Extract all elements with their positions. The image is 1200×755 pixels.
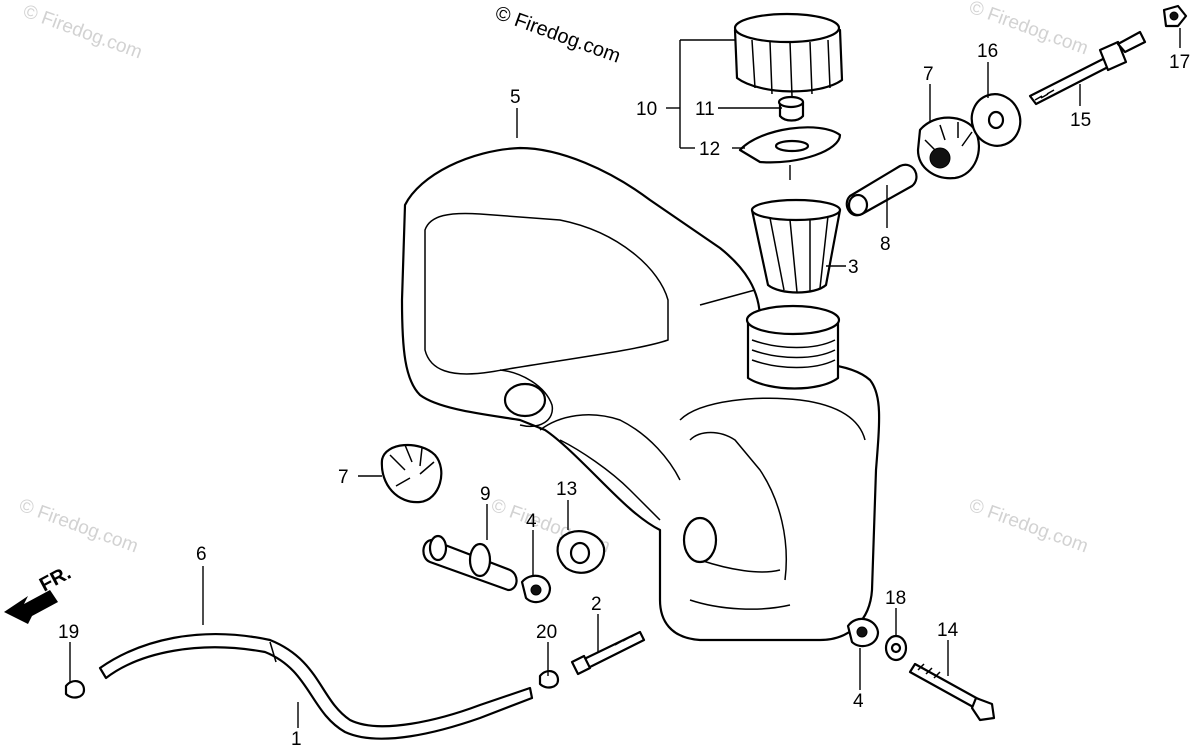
callout-6: 6 — [196, 544, 207, 565]
callout-7-left: 7 — [338, 467, 349, 488]
callout-16: 16 — [977, 41, 998, 62]
callout-12: 12 — [699, 139, 720, 160]
cap-gasket — [738, 126, 842, 180]
front-direction-arrow: FR. — [4, 562, 75, 624]
callout-10: 10 — [636, 99, 657, 120]
fuel-strainer — [750, 198, 842, 294]
callout-1: 1 — [291, 729, 302, 750]
filler-neck — [745, 304, 841, 390]
washer — [970, 93, 1022, 147]
front-label: FR. — [36, 562, 75, 597]
hose-clip-19 — [64, 680, 86, 699]
bolt-top — [1028, 30, 1147, 106]
callout-13: 13 — [556, 479, 577, 500]
grommet-13 — [556, 530, 606, 574]
bolt-2 — [570, 630, 646, 676]
callout-18: 18 — [885, 588, 906, 609]
cap-insert — [777, 95, 805, 122]
callout-8: 8 — [880, 234, 891, 255]
nut-right — [846, 617, 880, 648]
callout-2: 2 — [591, 594, 602, 615]
callout-4-right: 4 — [853, 691, 864, 712]
callout-11: 11 — [695, 99, 715, 120]
callout-5: 5 — [510, 87, 521, 108]
tank-mount-hole — [503, 382, 547, 418]
callout-14: 14 — [937, 620, 959, 641]
watermark-top-left: © Firedog.com — [20, 1, 145, 63]
callout-7-top: 7 — [923, 64, 934, 85]
fuel-cap — [733, 12, 844, 97]
fuel-hose — [98, 632, 534, 740]
tank-lower-mount-hole — [682, 516, 718, 564]
washer-18 — [884, 634, 908, 662]
nut-top — [1162, 4, 1188, 28]
callout-labels: 5 10 11 12 3 8 7 16 15 17 7 9 4 13 2 20 … — [58, 41, 1190, 750]
collar-lower — [422, 534, 518, 592]
watermark-mid-left: © Firedog.com — [16, 495, 141, 557]
watermark-top-center: © Firedog.com — [492, 2, 623, 68]
callout-4-left: 4 — [526, 511, 537, 532]
callout-9: 9 — [480, 484, 491, 505]
watermark-mid-right: © Firedog.com — [966, 495, 1091, 557]
grommet-left — [380, 443, 443, 504]
callout-19: 19 — [58, 622, 79, 643]
callout-17: 17 — [1169, 52, 1190, 73]
fuel-tank — [400, 146, 881, 642]
nut-left — [520, 574, 552, 604]
leader-lines — [69, 28, 1181, 728]
callout-20: 20 — [536, 622, 557, 643]
hose-clip-20 — [538, 670, 560, 689]
bolt-14 — [908, 662, 996, 722]
callout-15: 15 — [1070, 110, 1091, 131]
collar — [845, 163, 918, 217]
grommet-top — [916, 116, 980, 180]
callout-3: 3 — [848, 257, 859, 278]
